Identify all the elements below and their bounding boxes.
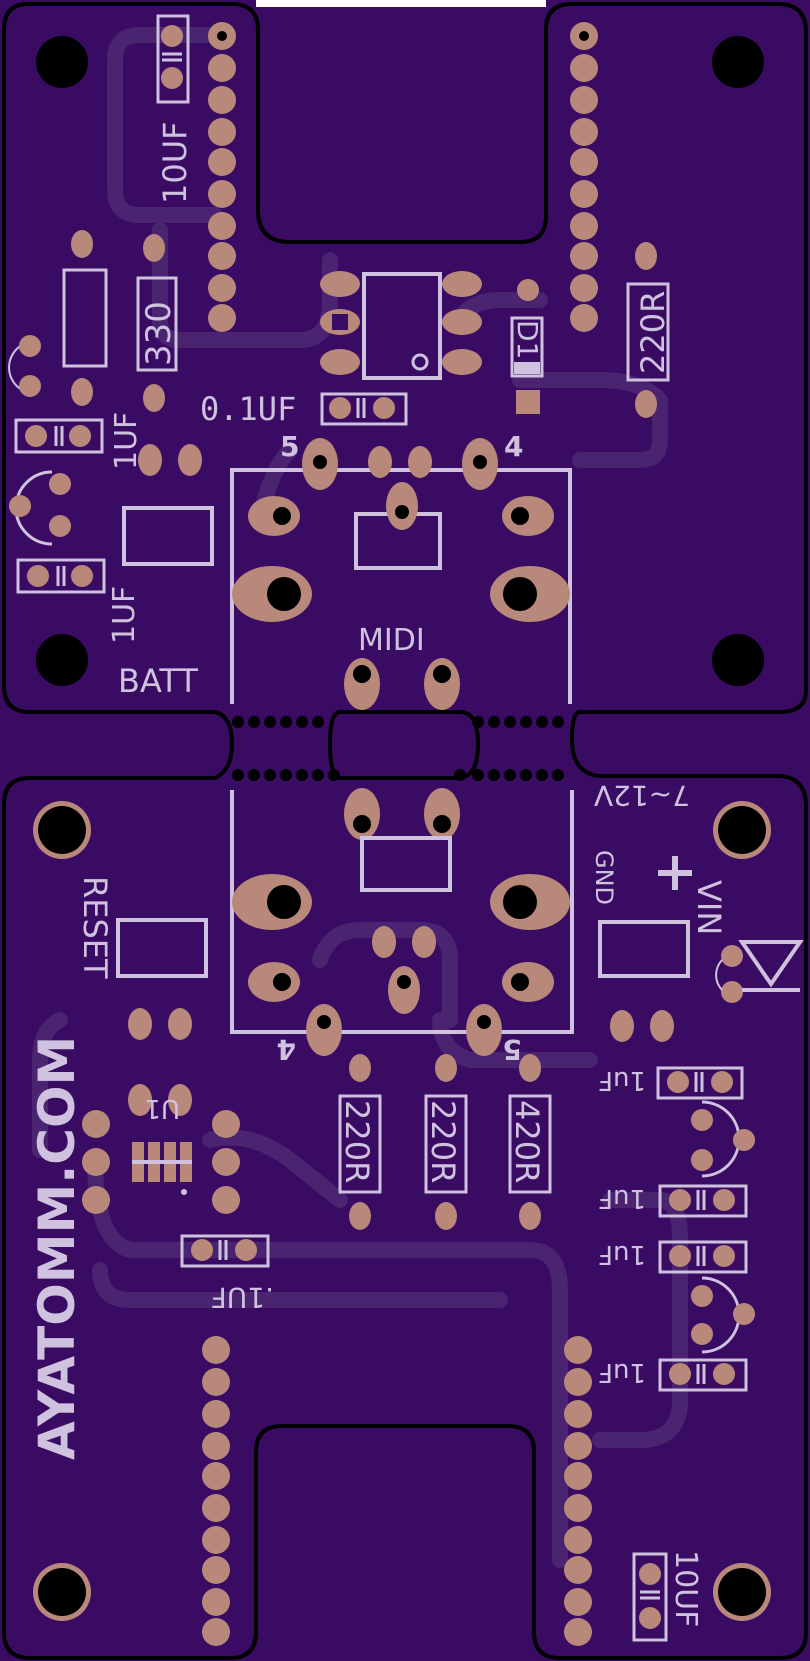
label-res-b: 220R	[424, 1100, 462, 1183]
label-u1: U1	[144, 1093, 180, 1123]
label-gnd: GND	[590, 850, 618, 905]
header-pins	[202, 22, 598, 1646]
label-d1: D1	[511, 320, 544, 359]
bottom-components	[82, 788, 804, 1642]
label-voltage: 7~12V	[594, 779, 690, 812]
label-1uf-bottom-3: 1uF	[598, 1239, 646, 1269]
mouse-bites	[232, 716, 564, 781]
top-components	[8, 14, 670, 710]
label-pin5-top: 5	[280, 430, 299, 463]
header-top-left	[208, 22, 236, 332]
bottom-silk-text: 7~12V GND VIN RESET 4 5 220R 220R 420R U…	[28, 779, 728, 1627]
board-cutouts	[256, 0, 546, 7]
brand-text: AYATOMM.COM	[28, 1036, 86, 1460]
label-reset: RESET	[76, 876, 114, 979]
label-10uf-top: 10UF	[156, 121, 194, 204]
label-pin4-bottom: 4	[277, 1033, 296, 1066]
label-01uf-top: 0.1UF	[200, 390, 296, 428]
label-res-a: 220R	[338, 1100, 376, 1183]
label-1uf-top-b: 1UF	[107, 586, 142, 644]
label-01uf-bottom: .1UF	[211, 1281, 274, 1314]
label-1uf-top-a: 1UF	[109, 412, 144, 470]
label-midi: MIDI	[358, 623, 425, 658]
label-330: 330	[139, 301, 179, 366]
header-top-right	[570, 22, 598, 332]
label-220r-top: 220R	[634, 291, 672, 374]
label-res-c: 420R	[508, 1100, 546, 1183]
top-silk-text: 10UF 330 0.1UF 1UF 1UF D1 220R 5 4 MIDI …	[107, 121, 672, 700]
label-1uf-bottom-1: 1uF	[598, 1065, 646, 1095]
label-1uf-bottom-2: 1uF	[598, 1183, 646, 1213]
label-pin4-top: 4	[504, 430, 523, 463]
label-vin: VIN	[690, 880, 728, 935]
label-1uf-bottom-4: 1uF	[598, 1357, 646, 1387]
label-batt: BATT	[118, 662, 198, 700]
header-bottom-left	[202, 1336, 230, 1646]
mounting-holes	[33, 36, 771, 1621]
label-pin5-bottom: 5	[503, 1033, 522, 1066]
label-10uf-bottom: 10UF	[668, 1550, 703, 1627]
header-bottom-right	[564, 1336, 592, 1646]
